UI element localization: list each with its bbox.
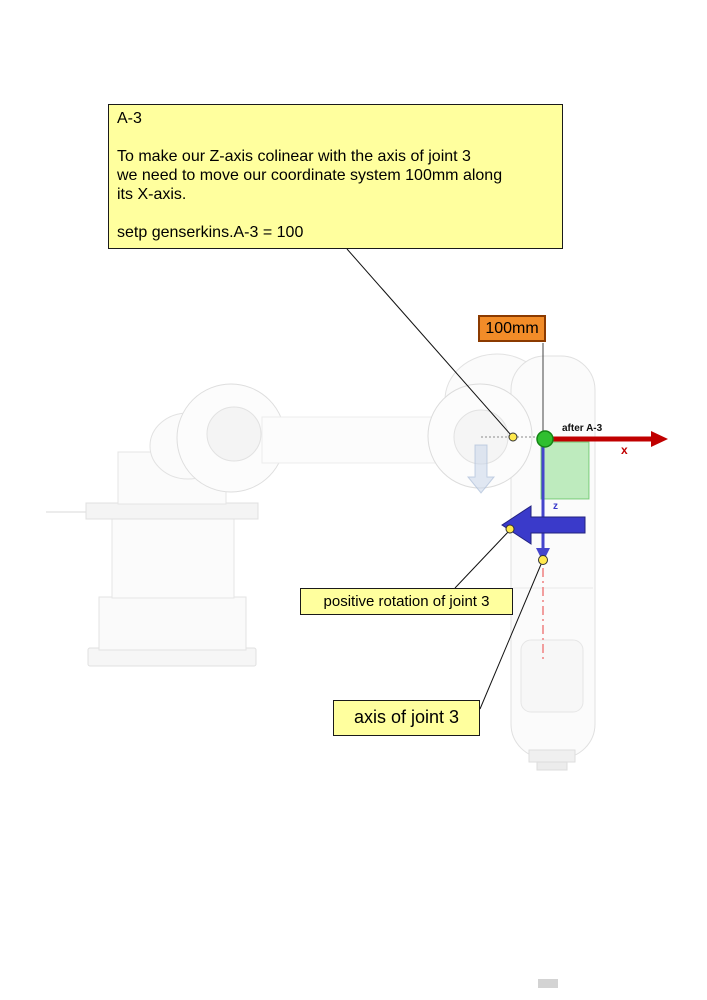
robot-base-column (111, 517, 235, 599)
leader-line-rotation (454, 530, 510, 589)
rotation-direction-arrow (501, 505, 586, 545)
anchor-dot-a3 (508, 432, 518, 442)
callout-a3-spacer (117, 128, 554, 147)
callout-axis-of-joint-3: axis of joint 3 (333, 700, 480, 736)
callout-a3: A-3 To make our Z-axis colinear with the… (108, 104, 563, 249)
robot-base-cylinder (98, 596, 247, 651)
leader-line-axis (479, 561, 543, 710)
callout-positive-rotation: positive rotation of joint 3 (300, 588, 513, 615)
origin-marker (536, 430, 554, 448)
callout-a3-title: A-3 (117, 110, 142, 127)
robot-upper-arm (261, 416, 453, 464)
old-z-axis-ghost-arrow (466, 444, 496, 494)
translated-region (540, 441, 590, 500)
robot-base-plate (87, 647, 257, 667)
robot-shoulder-hub (206, 406, 262, 462)
annotation-graphics (346, 248, 668, 988)
robot-arm-illustration (46, 353, 596, 771)
after-a3-label: after A-3 (562, 423, 603, 434)
z-axis-label: z (553, 501, 558, 512)
page-mark (538, 979, 558, 988)
callout-a3-command: setp genserkins.A-3 = 100 (117, 224, 304, 241)
callout-a3-body-line: its X-axis. (117, 186, 187, 203)
anchor-dot-axis (538, 555, 548, 565)
robot-base-flange (85, 502, 259, 520)
anchor-dot-rotation (505, 524, 515, 534)
x-axis-label: x (621, 443, 628, 457)
robot-tool-tip (536, 761, 568, 771)
measurement-label-100mm: 100mm (478, 315, 546, 342)
robot-tool-flange (528, 749, 576, 763)
robot-wrist (520, 639, 584, 713)
leader-line-a3 (346, 248, 512, 436)
x-axis-arrow-head (651, 431, 668, 447)
callout-a3-body-line: we need to move our coordinate system 10… (117, 167, 503, 184)
callout-a3-body-line: To make our Z-axis colinear with the axi… (117, 148, 471, 165)
callout-a3-spacer (117, 204, 554, 223)
